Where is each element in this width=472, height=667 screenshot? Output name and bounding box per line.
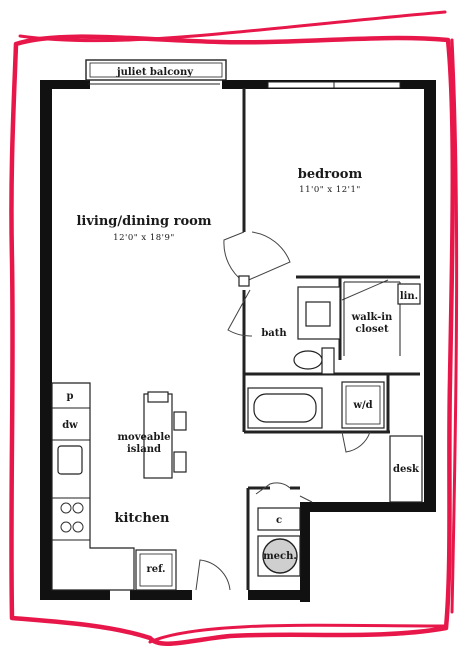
kitchen-sink: [57, 445, 83, 475]
refrigerator: ref.: [135, 549, 177, 591]
kitchen-label: kitchen: [114, 511, 170, 526]
living-room-name: living/dining room: [76, 214, 211, 229]
bathtub: [247, 387, 323, 429]
dishwasher-label: dw: [62, 420, 78, 431]
moveable-island: moveable island: [117, 391, 187, 479]
coat-closet-label: c: [276, 515, 282, 526]
walk-in-closet-label-2: closet: [355, 324, 389, 335]
door-swings: [195, 231, 389, 591]
juliet-balcony: juliet balcony: [85, 59, 227, 85]
cooktop-burners: [60, 502, 84, 533]
washer-dryer-label: w/d: [352, 400, 372, 411]
desk-label: desk: [393, 464, 420, 475]
highlight-outline: [9, 34, 456, 646]
walk-in-closet-label-1: walk-in: [351, 312, 393, 323]
bath-label: bath: [261, 328, 287, 339]
linen-closet: [397, 283, 421, 305]
pantry-label: p: [67, 391, 74, 402]
island-label-1: moveable: [117, 432, 170, 443]
toilet: [293, 347, 335, 375]
mechanical-label: mech.: [263, 551, 297, 562]
highlight-outline-stroke-2: [18, 10, 459, 644]
kitchen-counter: p dw: [51, 382, 135, 591]
mechanical-closet: mech.: [257, 535, 301, 577]
refrigerator-label: ref.: [146, 564, 165, 575]
bedroom-window: [267, 81, 401, 89]
desk: desk: [389, 435, 423, 503]
bedroom-name: bedroom: [298, 167, 363, 182]
linen-label: lin.: [400, 291, 418, 302]
walk-in-closet: lin. walk-in closet: [343, 281, 421, 356]
juliet-balcony-label: juliet balcony: [116, 67, 194, 78]
coat-closet: c: [257, 507, 301, 531]
island-label-2: island: [127, 444, 161, 455]
washer-dryer: w/d: [341, 381, 385, 429]
bath-fixtures: [247, 286, 341, 429]
exterior-walls: [40, 80, 436, 602]
living-room-dims: 12'0" x 18'9": [113, 233, 175, 243]
bedroom-dims: 11'0" x 12'1": [299, 185, 361, 195]
